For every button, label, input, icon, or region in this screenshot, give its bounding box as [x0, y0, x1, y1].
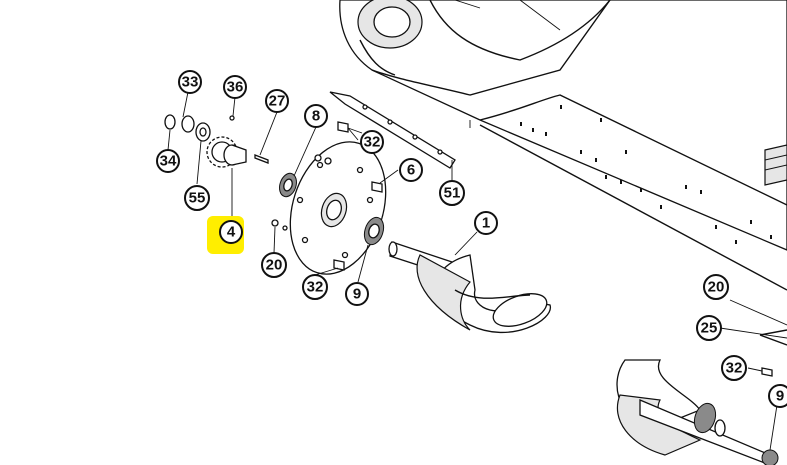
- callout-label: 9: [353, 286, 361, 303]
- callout-32: 32: [721, 355, 747, 381]
- callout-25: 25: [696, 315, 722, 341]
- callout-label: 32: [307, 279, 324, 296]
- bracket-plate: [329, 91, 456, 169]
- callout-9: 9: [345, 282, 369, 306]
- callout-label: 4: [227, 224, 236, 241]
- callout-label: 20: [708, 279, 725, 296]
- auger-shaft-2: [616, 329, 787, 465]
- callout-label: 25: [701, 320, 718, 337]
- callout-34: 34: [156, 149, 180, 173]
- leader-lines: [167, 81, 787, 451]
- callout-label: 8: [312, 108, 320, 125]
- callout-33: 33: [178, 70, 202, 94]
- conveyor-housing: [339, 0, 787, 291]
- key-pin: [254, 154, 345, 271]
- callout-27: 27: [265, 89, 289, 113]
- callout-label: 55: [189, 190, 206, 207]
- callout-1: 1: [474, 211, 498, 235]
- callout-55: 55: [184, 185, 210, 211]
- callout-label: 20: [266, 257, 283, 274]
- callout-label: 32: [726, 360, 743, 377]
- callout-36: 36: [223, 75, 247, 99]
- callout-6: 6: [399, 158, 423, 182]
- callout-32: 32: [360, 130, 384, 154]
- callout-label: 9: [776, 388, 784, 405]
- callout-label: 51: [444, 185, 461, 202]
- callout-32: 32: [302, 274, 328, 300]
- bearing-9: [363, 216, 385, 246]
- callout-label: 27: [269, 93, 286, 110]
- callout-label: 36: [227, 79, 244, 96]
- callout-label: 32: [364, 134, 381, 151]
- callout-label: 6: [407, 162, 415, 179]
- sprocket: [206, 136, 247, 168]
- callout-label: 1: [482, 215, 490, 232]
- bearing-8: [279, 172, 297, 198]
- auger-shaft-1: [388, 241, 551, 334]
- callout-20: 20: [261, 252, 287, 278]
- bolt-top: [337, 121, 363, 134]
- callout-label: 34: [160, 153, 177, 170]
- callout-20: 20: [703, 274, 729, 300]
- callout-4: 4: [219, 220, 243, 244]
- callout-8: 8: [304, 104, 328, 128]
- callout-label: 33: [182, 74, 199, 91]
- flange-plate: [289, 141, 387, 275]
- washers: [164, 114, 235, 142]
- callout-51: 51: [439, 180, 465, 206]
- callout-9: 9: [768, 384, 787, 408]
